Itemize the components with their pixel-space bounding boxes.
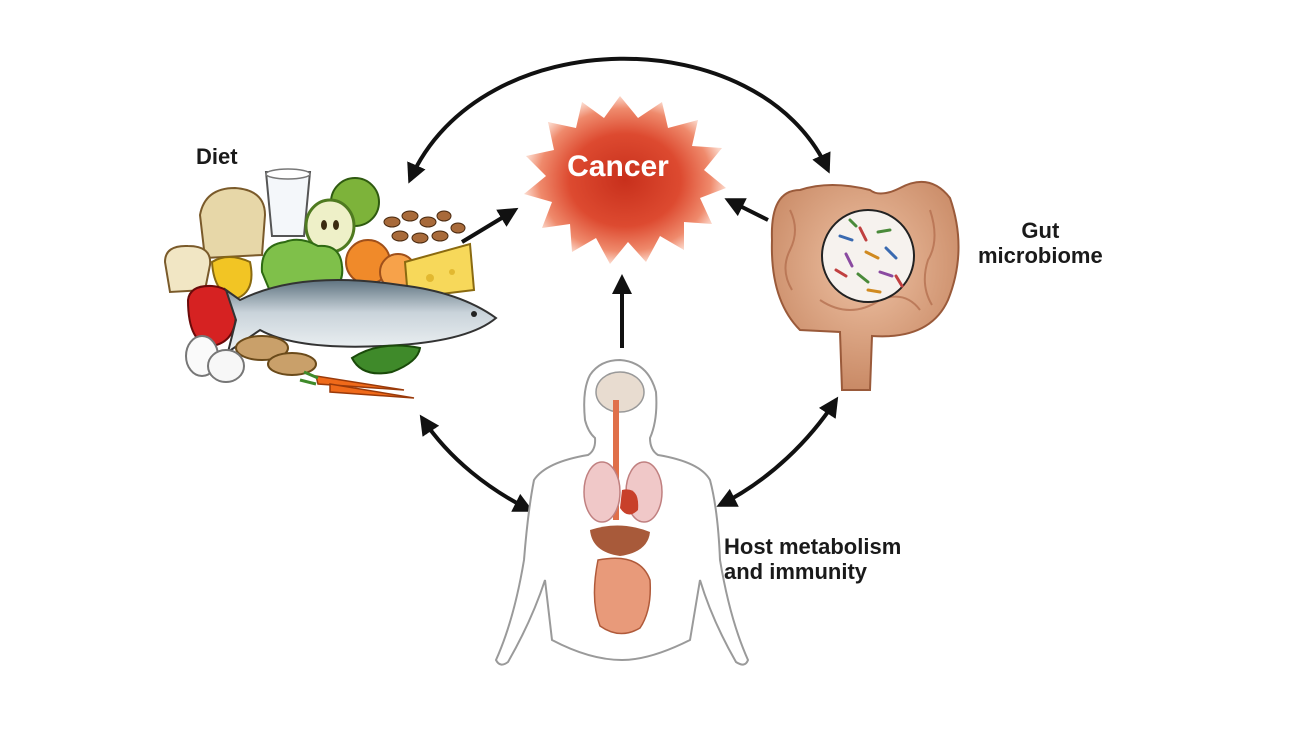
diet-label-text: Diet bbox=[196, 144, 238, 169]
fish-illustration bbox=[224, 279, 498, 355]
food-group-illustration bbox=[163, 168, 498, 399]
arrow-gut-to-cancer bbox=[724, 198, 769, 222]
gut-label-line1: Gut bbox=[1021, 218, 1060, 243]
arrow-diet-to-cancer bbox=[460, 207, 519, 244]
diet-label: Diet bbox=[196, 144, 238, 169]
host-label-line1: Host metabolism bbox=[724, 534, 902, 559]
arrows bbox=[407, 56, 839, 512]
cancer-burst-icon bbox=[524, 96, 726, 264]
intestine-illustration bbox=[770, 180, 960, 391]
human-body-illustration bbox=[494, 358, 750, 666]
gut-microbiome-label: Gut microbiome bbox=[978, 218, 1103, 269]
arrow-gut-host bbox=[716, 396, 839, 507]
host-metabolism-label: Host metabolism and immunity bbox=[724, 534, 901, 585]
cancer-label: Cancer bbox=[567, 150, 669, 183]
arrow-diet-host bbox=[419, 414, 534, 512]
microbe-magnifier-icon bbox=[821, 209, 915, 303]
host-label-line2: and immunity bbox=[724, 559, 868, 585]
gut-label-line2: microbiome bbox=[978, 243, 1103, 269]
arrow-cancer-diet-gut-arc bbox=[407, 56, 831, 184]
